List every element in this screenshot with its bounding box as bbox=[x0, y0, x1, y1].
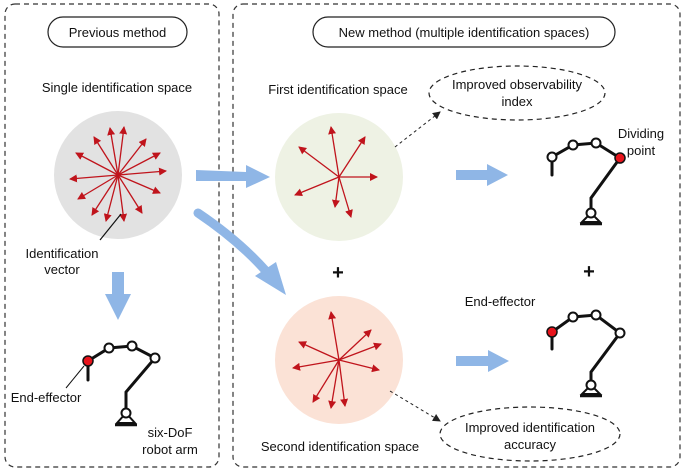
end-effector-label-right: End-effector bbox=[465, 294, 536, 309]
identification-vector-11 bbox=[77, 174, 119, 200]
previous-method-title-pill bbox=[47, 16, 188, 48]
accuracy-pointer bbox=[389, 390, 441, 422]
joint-2 bbox=[590, 309, 602, 321]
identification-vector-8 bbox=[117, 174, 128, 222]
identification-vector-6 bbox=[117, 174, 161, 194]
identification-vector-8 bbox=[292, 359, 340, 371]
identification-vector-3 bbox=[338, 136, 366, 178]
accuracy-callout-line2: accuracy bbox=[504, 437, 557, 452]
joint-2 bbox=[126, 340, 138, 352]
observability-callout bbox=[428, 65, 606, 121]
identification-vector-5 bbox=[338, 176, 353, 218]
identification-vectors-second bbox=[292, 311, 382, 409]
identification-vector-1 bbox=[328, 311, 340, 361]
end-effector-label-left: End-effector bbox=[11, 390, 82, 405]
robot-arm-left bbox=[82, 340, 161, 427]
identification-vectors-single bbox=[69, 126, 167, 222]
identification-vector-13 bbox=[75, 152, 119, 176]
dividing-point-joint bbox=[614, 152, 626, 164]
plus-sign-middle: + bbox=[332, 262, 344, 284]
joint-1 bbox=[103, 342, 115, 354]
curved-arrow-to-second-space bbox=[193, 208, 270, 275]
accuracy-callout bbox=[439, 406, 621, 462]
identification-vectors-first bbox=[294, 126, 378, 218]
right-arrow-upper bbox=[456, 164, 508, 186]
joint-1 bbox=[567, 139, 579, 151]
identification-vector-label-line1: Identification bbox=[26, 246, 99, 261]
dividing-point-label-line1: Dividing bbox=[618, 126, 664, 141]
identification-vector-12 bbox=[69, 174, 119, 183]
identification-vector-10 bbox=[91, 174, 119, 216]
identification-vector-2 bbox=[328, 126, 340, 178]
observability-callout-line1: Improved observability bbox=[452, 77, 583, 92]
joint-3 bbox=[149, 352, 161, 364]
identification-vector-5 bbox=[338, 359, 349, 407]
new-method-title: New method (multiple identification spac… bbox=[339, 25, 590, 40]
identification-vector-label-line2: vector bbox=[44, 262, 80, 277]
identification-vector-3 bbox=[117, 138, 147, 176]
joint-1 bbox=[567, 311, 579, 323]
down-arrow-left bbox=[105, 272, 131, 320]
identification-vector-2 bbox=[338, 329, 372, 361]
identification-vector-1 bbox=[298, 146, 340, 178]
robot-arm-lower-right bbox=[546, 309, 626, 398]
identification-vector-7 bbox=[294, 176, 340, 197]
end-effector-pointer-left bbox=[65, 365, 85, 389]
observability-callout-line2: index bbox=[501, 94, 533, 109]
first-space-label: First identification space bbox=[268, 82, 407, 97]
joint-base bbox=[120, 407, 132, 419]
robot-arm-label-line2: robot arm bbox=[142, 442, 198, 457]
plus-sign-right: + bbox=[583, 261, 595, 283]
observability-pointer bbox=[394, 111, 441, 148]
second-space-label: Second identification space bbox=[261, 439, 419, 454]
joint-base bbox=[585, 207, 597, 219]
single-space-label: Single identification space bbox=[42, 80, 192, 95]
joint-0 bbox=[546, 151, 558, 163]
identification-vector-pointer bbox=[99, 213, 122, 241]
identification-vector-4 bbox=[338, 359, 380, 373]
previous-method-panel bbox=[4, 3, 220, 468]
identification-vector-7 bbox=[312, 359, 340, 403]
previous-method-title: Previous method bbox=[69, 25, 167, 40]
end-effector-joint-right bbox=[546, 326, 558, 338]
identification-vector-4 bbox=[117, 152, 161, 176]
dividing-point-label-line2: point bbox=[627, 143, 656, 158]
curved-arrow-head bbox=[255, 262, 286, 295]
identification-vector-2 bbox=[117, 126, 128, 176]
identification-vector-7 bbox=[117, 174, 143, 214]
identification-vector-1 bbox=[107, 127, 119, 176]
accuracy-callout-line1: Improved identification bbox=[465, 420, 595, 435]
end-effector-joint-left bbox=[82, 355, 94, 367]
identification-vector-9 bbox=[103, 174, 119, 222]
right-arrow-lower bbox=[456, 350, 509, 372]
identification-vector-9 bbox=[298, 341, 340, 361]
joint-3 bbox=[614, 327, 626, 339]
robot-arm-label-line1: six-DoF bbox=[148, 425, 193, 440]
joint-base bbox=[585, 379, 597, 391]
identification-vector-5 bbox=[117, 167, 167, 176]
joint-2 bbox=[590, 137, 602, 149]
identification-vector-3 bbox=[338, 342, 382, 361]
identification-vector-6 bbox=[328, 359, 340, 409]
identification-vector-6 bbox=[331, 176, 340, 208]
robot-arm-upper-right bbox=[546, 137, 626, 226]
identification-vector-14 bbox=[93, 136, 119, 176]
new-method-title-pill bbox=[312, 16, 616, 48]
right-arrow-to-first-space bbox=[196, 165, 270, 188]
